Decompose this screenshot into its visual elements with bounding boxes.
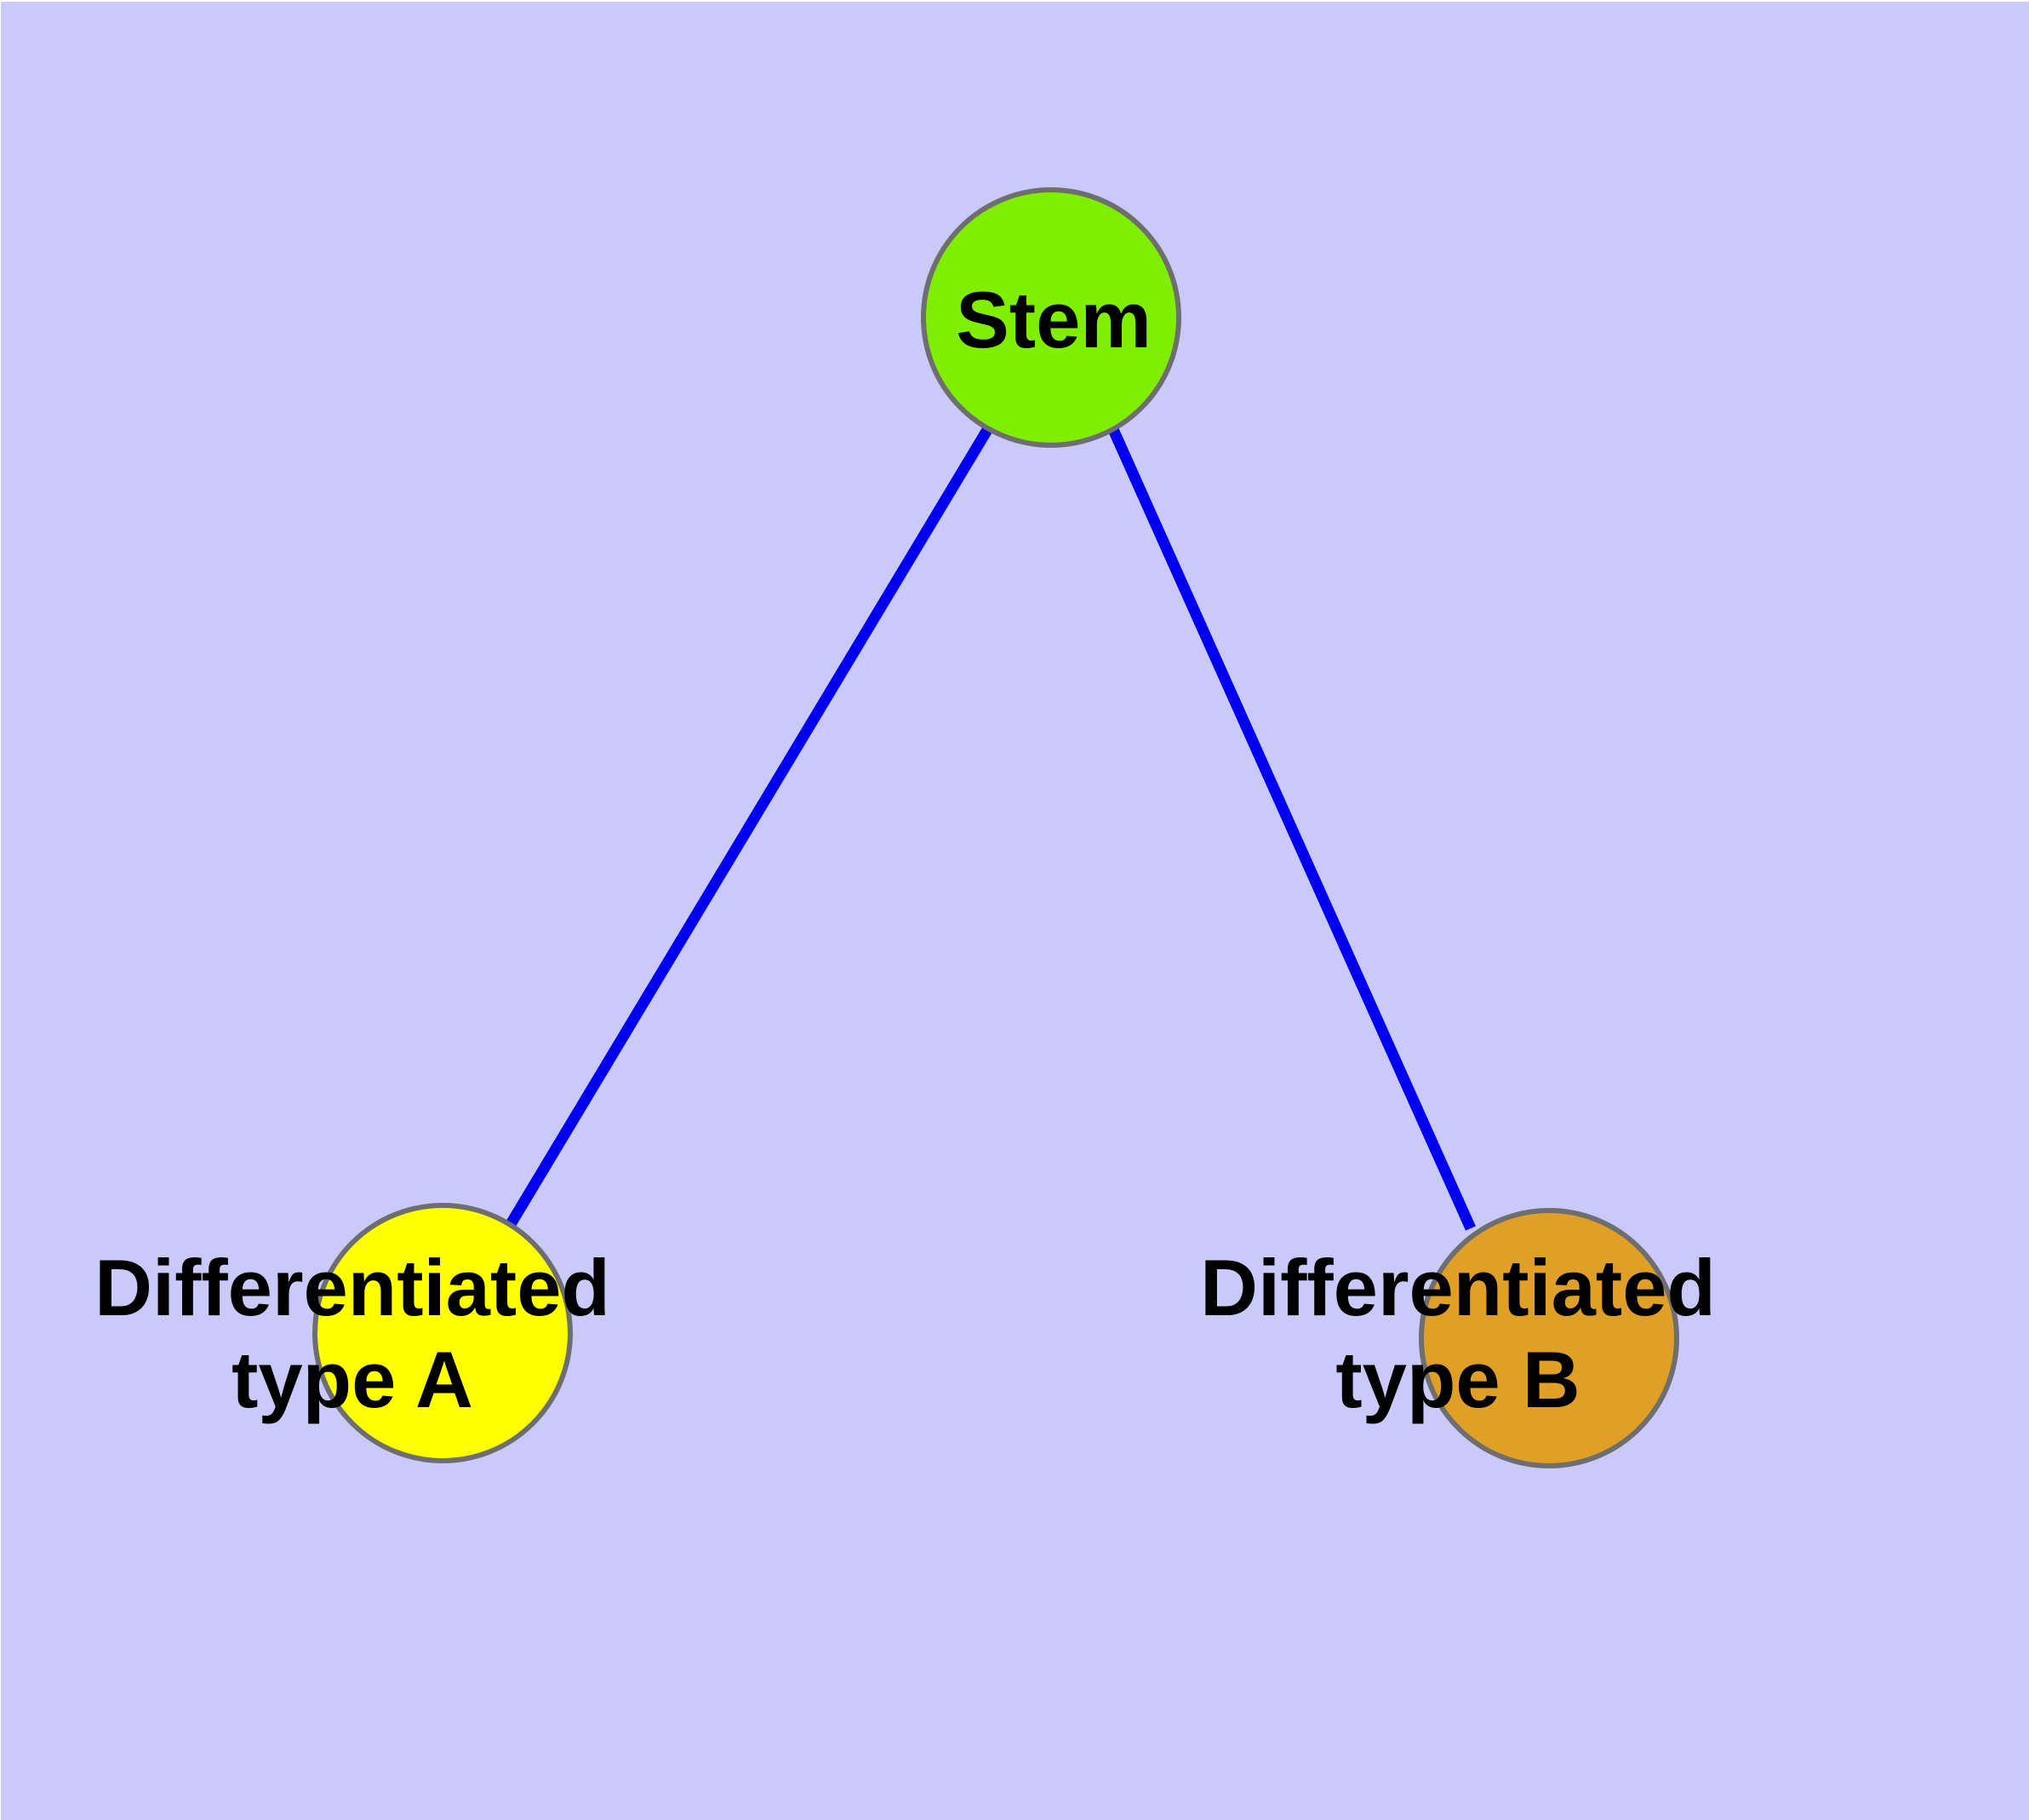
node-label-line: type B — [1335, 1335, 1580, 1424]
edge-layer — [506, 422, 1476, 1231]
node-circle-diff-b[interactable] — [1419, 1208, 1679, 1468]
node-diff-a[interactable] — [312, 1203, 573, 1463]
node-stem[interactable] — [921, 187, 1181, 448]
node-label-line: type A — [231, 1335, 473, 1424]
node-label-stem: Stem — [956, 275, 1152, 364]
node-circle-diff-a[interactable] — [312, 1203, 573, 1463]
node-label-line: Stem — [956, 275, 1152, 364]
node-diff-b[interactable] — [1419, 1208, 1679, 1468]
node-label-line: Differentiated — [1200, 1243, 1716, 1332]
node-circle-stem[interactable] — [921, 187, 1181, 448]
node-label-line: Differentiated — [94, 1243, 610, 1332]
node-layer — [312, 187, 1679, 1468]
edge-stem-to-diff-a — [506, 422, 995, 1228]
edge-stem-to-diff-b — [1106, 423, 1476, 1231]
